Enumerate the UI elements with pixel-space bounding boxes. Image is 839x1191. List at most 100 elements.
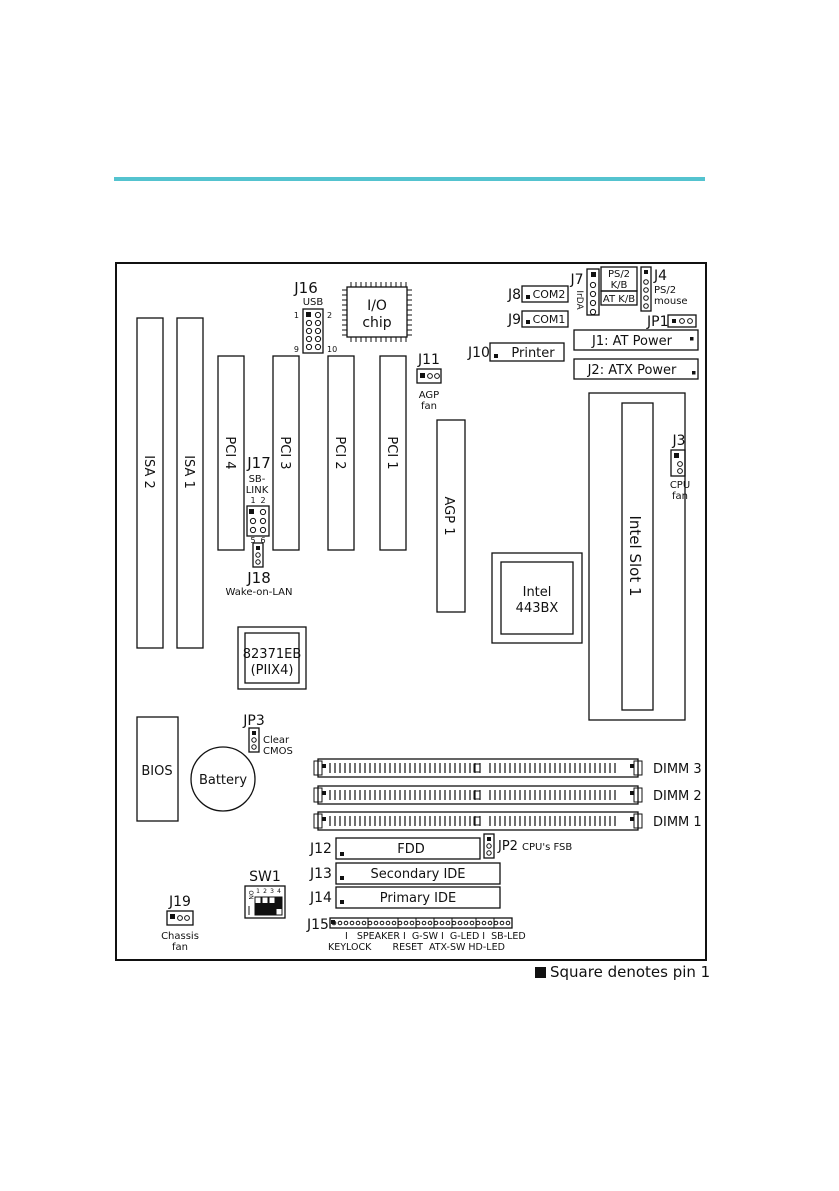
sblink-pin1: 1 <box>250 496 255 505</box>
dimm2-pin1-marker <box>630 791 634 795</box>
j4-pin <box>643 303 649 309</box>
isa2-slot <box>136 317 164 649</box>
bios-chip <box>136 716 179 822</box>
sblink-pin <box>259 508 267 516</box>
dimm3-pin1-marker <box>322 764 326 768</box>
dimm3-pin1-marker <box>630 764 634 768</box>
j12-label: J12 <box>309 841 332 857</box>
dimm1-pin1-marker <box>322 817 326 821</box>
fp-pin <box>379 920 385 926</box>
j7-pin1-marker <box>591 272 596 277</box>
intel-443bx-chip <box>491 552 583 644</box>
j3-label: J3 <box>671 433 685 449</box>
j3-cpu-fan-connector <box>670 449 686 477</box>
sw-n3: 3 <box>270 888 274 895</box>
chassis-label-1: Chassis <box>161 931 199 942</box>
com1-label: COM1 <box>533 313 566 326</box>
fdd-pin1-marker <box>340 852 344 856</box>
com1-pin1-marker <box>526 320 530 324</box>
jp1-pin <box>687 318 693 324</box>
pci2-slot <box>327 355 355 551</box>
intel-slot1-outer <box>588 392 686 721</box>
fp-pin <box>403 920 409 926</box>
j1-at-power <box>573 329 699 351</box>
fp-pin <box>355 920 361 926</box>
j7-pin <box>589 281 597 289</box>
fp-pin <box>361 920 367 926</box>
isa2-label: ISA 2 <box>141 455 156 489</box>
sec-ide-pin1-marker <box>340 876 344 880</box>
ps2kb-label-1: PS/2 <box>608 269 630 280</box>
fp-pin <box>445 920 451 926</box>
dip-switch-lever <box>269 903 275 915</box>
io-label-2: chip <box>362 315 391 331</box>
piix4-chip <box>237 626 307 690</box>
j15-label: J15 <box>306 917 329 933</box>
secondary-ide-connector <box>335 862 501 885</box>
pin1-square-icon <box>535 966 546 978</box>
pci3-slot <box>272 355 300 551</box>
dimm3-key <box>473 763 481 773</box>
printer-label: Printer <box>511 346 555 361</box>
j18-label: J18 <box>246 569 271 587</box>
front-panel-row2: KEYLOCK RESET ATX-SW HD-LED <box>328 942 505 953</box>
usb-pin1-marker <box>306 312 311 317</box>
jp3-label: JP3 <box>242 713 264 729</box>
usb-label: USB <box>303 297 324 308</box>
jp1-pin1-marker <box>672 319 676 323</box>
j2-atx-power <box>573 358 699 380</box>
com2-pin1-marker <box>526 295 530 299</box>
j8-label: J8 <box>507 287 521 303</box>
j15-front-panel-header <box>329 917 513 929</box>
sw1-label: SW1 <box>249 869 281 885</box>
j18-pin1-marker <box>256 546 260 550</box>
usb-pin <box>314 319 322 327</box>
irda-label: IrDA <box>574 290 584 310</box>
agp1-slot <box>436 419 466 613</box>
fp-pin <box>505 920 511 926</box>
pci1-slot <box>379 355 407 551</box>
com1-connector <box>521 310 569 328</box>
j11-pin <box>427 373 433 379</box>
j7-pin <box>589 290 597 298</box>
j17-label: J17 <box>246 454 271 472</box>
pci3-label: PCI 3 <box>277 436 292 469</box>
j3-pin <box>677 461 683 467</box>
fp-pin <box>499 920 505 926</box>
isa1-label: ISA 1 <box>181 455 196 489</box>
j18-pin <box>255 559 261 565</box>
pin1-legend: Square denotes pin 1 <box>535 963 710 981</box>
ps2m-label-1: PS/2 <box>654 285 676 296</box>
ps2kb-label-2: K/B <box>611 280 628 291</box>
fp-pin <box>493 920 499 926</box>
fdd-connector <box>335 837 481 860</box>
usb-pin1: 1 <box>294 311 299 320</box>
j2-label: J2: ATX Power <box>587 363 677 378</box>
sblink-label-2: LINK <box>246 485 269 496</box>
dimm3-label: DIMM 3 <box>653 762 702 777</box>
cpufsb-label: CPU's FSB <box>522 842 572 853</box>
j19-pin1-marker <box>170 914 175 919</box>
sblink-pin1-marker <box>249 509 254 514</box>
sblink-header <box>246 505 270 537</box>
sblink-pin <box>249 526 257 534</box>
sblink-pin5: 5 <box>250 536 255 545</box>
jp1-pin <box>679 318 685 324</box>
usb-pin <box>314 335 322 343</box>
fp-pin <box>367 920 373 926</box>
j11-pin1-marker <box>420 373 425 378</box>
sblink-pin <box>249 517 257 525</box>
usb-pin <box>305 319 313 327</box>
jp2-pin <box>486 843 492 849</box>
j19-chassis-fan <box>166 910 194 926</box>
chassis-label-2: fan <box>172 942 188 953</box>
sw-on-label: ON <box>247 890 254 899</box>
jp1-label: JP1 <box>646 314 668 330</box>
fp-pin <box>487 920 493 926</box>
battery-label: Battery <box>199 773 247 788</box>
ps2m-label-2: mouse <box>654 296 688 307</box>
fdd-label: FDD <box>397 842 425 857</box>
usb-header <box>302 308 324 354</box>
j4-ps2-mouse-header <box>640 266 652 312</box>
